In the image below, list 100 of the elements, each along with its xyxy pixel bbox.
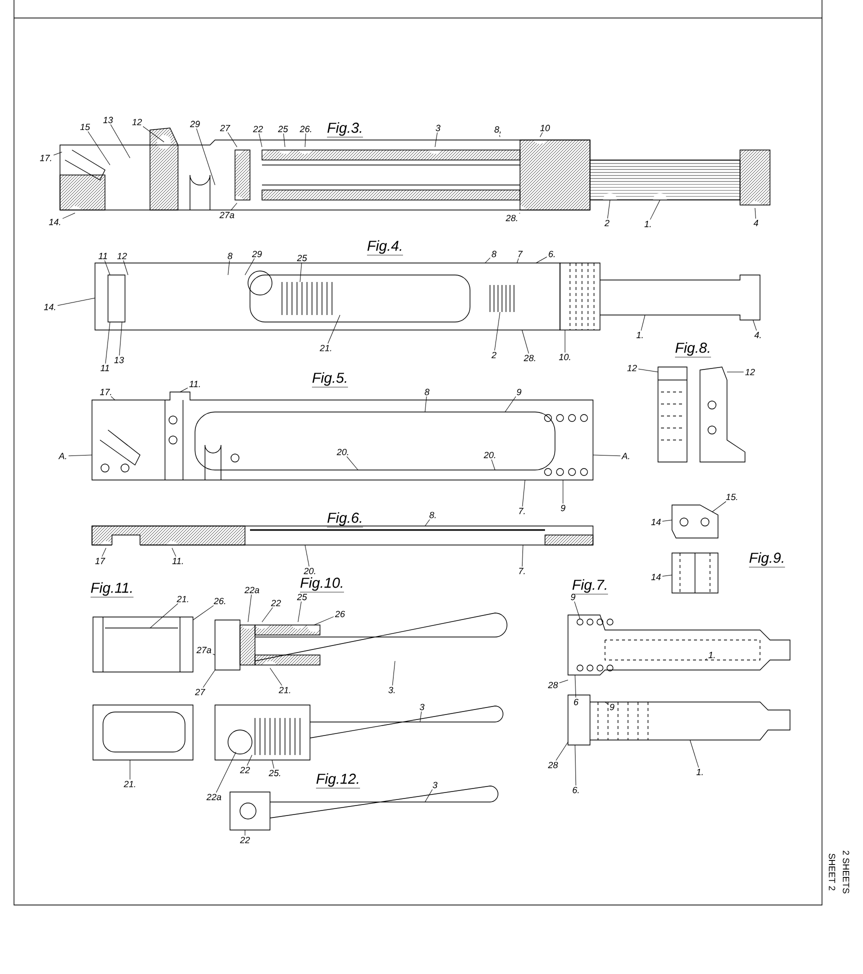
callout-number: 3 [432,782,438,788]
callout-number: 10 [540,124,550,132]
slide-top-drawing [92,704,194,760]
leader-line [246,754,252,766]
leader-line [484,258,490,264]
leader-line [62,212,76,219]
leader-line [559,680,568,684]
leader-line [522,480,526,507]
sheet-note: SHEET 2 [828,854,836,890]
bolt-plan-drawing [214,704,504,760]
figure-title: Fig.4. [366,240,404,256]
leader-line [522,544,524,567]
callout-number: 14 [651,518,661,526]
leader-line [123,260,128,276]
leader-line [104,260,110,276]
callout-number: 11. [172,558,183,564]
callout-number: 25 [278,126,288,132]
callout-number: 9 [570,594,576,600]
callout-number: 8. [429,512,436,518]
callout-number: 6. [548,250,555,258]
callout-number: 12 [627,364,637,372]
callout-number: 21. [176,596,188,602]
leader-line [754,208,756,219]
figure-title: Fig.10. [300,577,344,592]
callout-number: 12 [745,368,755,376]
callout-number: 22 [240,836,250,844]
callout-number: 3 [436,124,440,132]
leader-line [102,548,106,557]
callout-number: 26. [214,598,226,604]
leader-line [300,262,302,282]
callout-number: 1. [696,768,703,776]
leader-line [504,396,516,412]
leader-line [328,314,340,344]
callout-number: 21. [320,344,332,352]
leader-line [304,544,310,567]
sheet-note: 2 SHEETS [842,850,850,894]
callout-number: 13 [114,356,124,364]
callout-number: 3 [420,704,424,710]
leader-line [150,603,178,628]
leader-line [574,674,576,698]
callout-number: 11. [189,380,200,388]
callout-number: 8 [424,388,430,396]
leader-line [556,742,568,761]
callout-number: 1. [636,332,643,338]
leader-line [434,132,438,148]
callout-number: 7. [519,508,525,514]
block-front-drawing [658,366,688,462]
callout-number: 3. [388,686,395,694]
callout-number: 11 [100,364,109,372]
leader-line [540,132,543,138]
leader-line [640,314,646,331]
leader-line [662,574,672,576]
leader-line [424,519,430,526]
leader-line [499,134,500,138]
leader-line [424,396,427,412]
leader-line [228,132,238,148]
leader-line [270,668,282,686]
callout-number: 10. [558,354,570,360]
leader-line [592,454,621,456]
callout-number: A. [621,452,630,460]
callout-number: 28 [548,762,558,768]
leader-line [420,711,422,722]
callout-number: 7. [519,568,525,574]
callout-number: 12 [132,118,142,126]
callout-number: 27 [194,688,206,696]
wedge-top-drawing [672,552,718,594]
callout-number: 28 [548,682,558,688]
callout-number: 27 [220,124,230,132]
callout-number: 21. [278,686,290,694]
leader-line [752,320,757,331]
leader-line [346,456,358,470]
leader-line [690,740,699,768]
leader-line [298,601,302,622]
leader-line [607,200,610,219]
leader-line [110,396,116,400]
leader-line [704,658,708,660]
callout-number: 25. [268,770,280,776]
plan-drawing [94,262,760,330]
block-side-drawing [700,366,746,462]
leader-line [212,654,216,656]
leader-line [494,312,500,351]
wedge-side-drawing [672,504,718,538]
callout-number: 8, [494,126,501,134]
slide-side-drawing [92,616,194,672]
leader-line [662,520,672,522]
figure-title: Fig.11. [90,582,134,598]
leader-line [202,670,216,688]
side-section-drawing [92,526,594,546]
leader-line [172,548,176,557]
callout-number: 7 [518,250,523,258]
leader-line [522,330,529,354]
figure-title: Fig.7. [572,579,608,594]
callout-number: 26. [300,126,312,132]
callout-number: 15 [80,124,90,130]
callout-number: 9 [560,504,566,512]
leader-line [536,256,548,264]
barrel-side-drawing [568,694,790,746]
leader-line [574,744,576,786]
figure-title: Fig.3. [326,122,364,138]
leader-line [244,830,246,836]
